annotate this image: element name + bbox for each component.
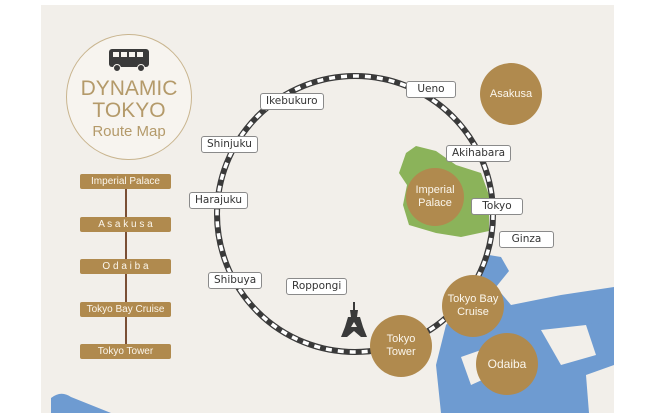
spot-odaiba[interactable]: Odaiba bbox=[476, 333, 538, 395]
spot-odaiba-label: Odaiba bbox=[487, 356, 527, 371]
spot-asakusa[interactable]: Asakusa bbox=[480, 63, 542, 125]
water-channel bbox=[511, 301, 614, 335]
station-akihabara[interactable]: Akihabara bbox=[446, 145, 512, 162]
station-harajuku[interactable]: Harajuku bbox=[189, 192, 249, 209]
route-map: DYNAMIC TOKYO Route Map Imperial Palace … bbox=[41, 5, 614, 413]
route-map-logo: DYNAMIC TOKYO Route Map bbox=[66, 34, 192, 160]
station-shibuya[interactable]: Shibuya bbox=[208, 272, 263, 289]
tokyo-tower-icon bbox=[341, 302, 367, 337]
spot-asakusa-label: Asakusa bbox=[489, 87, 533, 100]
logo-title-line2: TOKYO bbox=[92, 99, 166, 122]
water-land-piece-2 bbox=[541, 325, 596, 365]
water-bottom-left bbox=[51, 393, 111, 413]
itinerary-item[interactable]: Tokyo Bay Cruise bbox=[80, 302, 171, 317]
station-shinjuku[interactable]: Shinjuku bbox=[201, 136, 258, 153]
itinerary-item[interactable]: O d a i b a bbox=[80, 259, 171, 274]
itinerary-item[interactable]: Tokyo Tower bbox=[80, 344, 171, 359]
bus-icon bbox=[109, 49, 149, 72]
station-tokyo[interactable]: Tokyo bbox=[471, 198, 523, 215]
itinerary-item[interactable]: A s a k u s a bbox=[80, 217, 171, 232]
water-land-piece-3 bbox=[586, 365, 614, 413]
itinerary-item[interactable]: Imperial Palace bbox=[80, 174, 171, 189]
logo-subtitle: Route Map bbox=[92, 123, 166, 140]
station-roppongi[interactable]: Roppongi bbox=[286, 278, 348, 295]
station-ginza[interactable]: Ginza bbox=[499, 231, 554, 248]
station-ikebukuro[interactable]: Ikebukuro bbox=[260, 93, 324, 110]
station-ueno[interactable]: Ueno bbox=[406, 81, 456, 98]
logo-title-line1: DYNAMIC bbox=[80, 77, 178, 100]
